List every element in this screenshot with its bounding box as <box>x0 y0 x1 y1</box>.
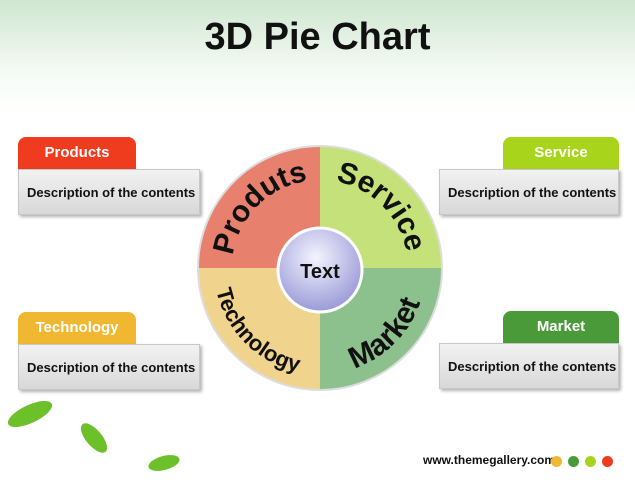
segment-produts <box>199 147 320 268</box>
center-label: Text <box>300 261 340 283</box>
service-tab: Service <box>503 137 619 169</box>
footer-url[interactable]: www.themegallery.com <box>423 453 556 467</box>
market-tab: Market <box>503 311 619 343</box>
segment-service <box>320 147 441 268</box>
service-description: Description of the contents <box>439 169 619 215</box>
dot-orange <box>551 456 562 467</box>
technology-description: Description of the contents <box>18 344 200 390</box>
products-tab: Products <box>18 137 136 169</box>
dot-lime <box>585 456 596 467</box>
products-description: Description of the contents <box>18 169 200 215</box>
technology-tab: Technology <box>18 312 136 344</box>
market-description: Description of the contents <box>439 343 619 389</box>
leaf-icon <box>7 400 180 471</box>
page-title: 3D Pie Chart <box>204 16 431 58</box>
dot-red <box>602 456 613 467</box>
dot-green <box>568 456 579 467</box>
center-circle <box>276 226 364 314</box>
